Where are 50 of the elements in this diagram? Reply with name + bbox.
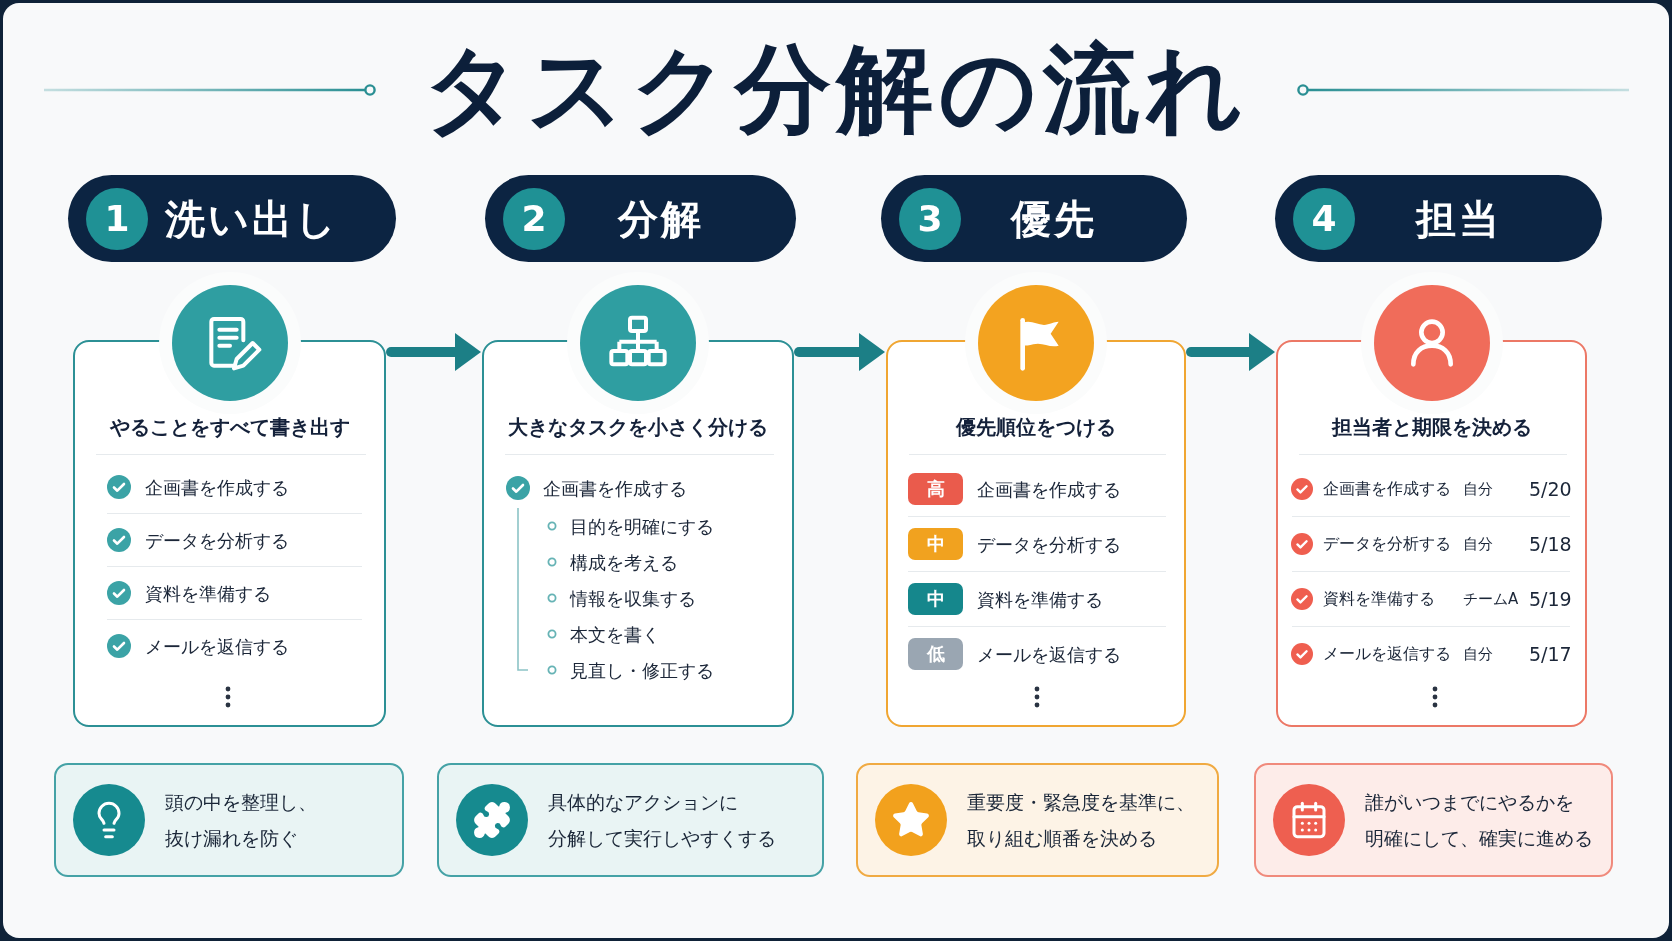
arrow xyxy=(1186,333,1275,371)
priority-badge: 高 xyxy=(908,473,963,505)
step-title: 洗い出し xyxy=(165,194,339,243)
task-text: データを分析する xyxy=(977,532,1121,557)
task-text: 資料を準備する xyxy=(1323,588,1435,610)
tip-text: 誰がいつまでにやるかを明確にして、確実に進める xyxy=(1365,790,1594,851)
tip-box xyxy=(437,763,824,877)
task-text: データを分析する xyxy=(1323,533,1451,555)
tip-text: 重要度・緊急度を基準に、取り組む順番を決める xyxy=(967,790,1196,851)
subtask-text: 本文を書く xyxy=(570,622,660,647)
task-text: 資料を準備する xyxy=(145,581,271,606)
card-heading: 優先順位をつける xyxy=(956,414,1116,441)
title: タスク分解の流れ xyxy=(423,37,1249,141)
tip-text: 頭の中を整理し、抜け漏れを防ぐ xyxy=(165,790,318,851)
task-text: データを分析する xyxy=(145,528,289,553)
task-text: メールを返信する xyxy=(977,642,1121,667)
arrow xyxy=(386,333,481,371)
tip-text: 具体的なアクションに分解して実行しやすくする xyxy=(548,790,777,851)
tip-box xyxy=(1254,763,1613,877)
task-text: 企画書を作成する xyxy=(1323,478,1451,500)
task-text: 企画書を作成する xyxy=(977,477,1121,502)
priority-badge: 低 xyxy=(908,638,963,670)
task-text: 企画書を作成する xyxy=(543,476,687,501)
due-date-text: 5/17 xyxy=(1529,641,1572,667)
assignee-text: チームA xyxy=(1463,588,1519,610)
due-date-text: 5/20 xyxy=(1529,476,1572,502)
arrow xyxy=(794,333,885,371)
assignee-text: 自分 xyxy=(1463,478,1493,500)
subtask-text: 情報を収集する xyxy=(570,586,696,611)
assignee-text: 自分 xyxy=(1463,643,1493,665)
step-title: 担当 xyxy=(1415,194,1502,243)
card-heading: やることをすべて書き出す xyxy=(109,414,350,441)
task-text: メールを返信する xyxy=(145,634,289,659)
step-title: 分解 xyxy=(617,194,704,243)
assignee-text: 自分 xyxy=(1463,533,1493,555)
due-date-text: 5/18 xyxy=(1529,531,1572,557)
due-date-text: 5/19 xyxy=(1529,586,1572,612)
task-text: メールを返信する xyxy=(1323,643,1451,665)
card-heading: 担当者と期限を決める xyxy=(1331,414,1532,441)
task-text: 資料を準備する xyxy=(977,587,1103,612)
subtask-text: 構成を考える xyxy=(570,550,678,575)
subtask-text: 見直し・修正する xyxy=(570,658,714,683)
priority-badge: 中 xyxy=(908,583,963,615)
task-text: 企画書を作成する xyxy=(145,475,289,500)
priority-badge: 中 xyxy=(908,528,963,560)
tip-box xyxy=(856,763,1219,877)
step-title: 優先 xyxy=(1011,194,1097,243)
tip-box xyxy=(54,763,404,877)
subtask-text: 目的を明確にする xyxy=(570,514,714,539)
card-heading: 大きなタスクを小さく分ける xyxy=(508,414,768,441)
